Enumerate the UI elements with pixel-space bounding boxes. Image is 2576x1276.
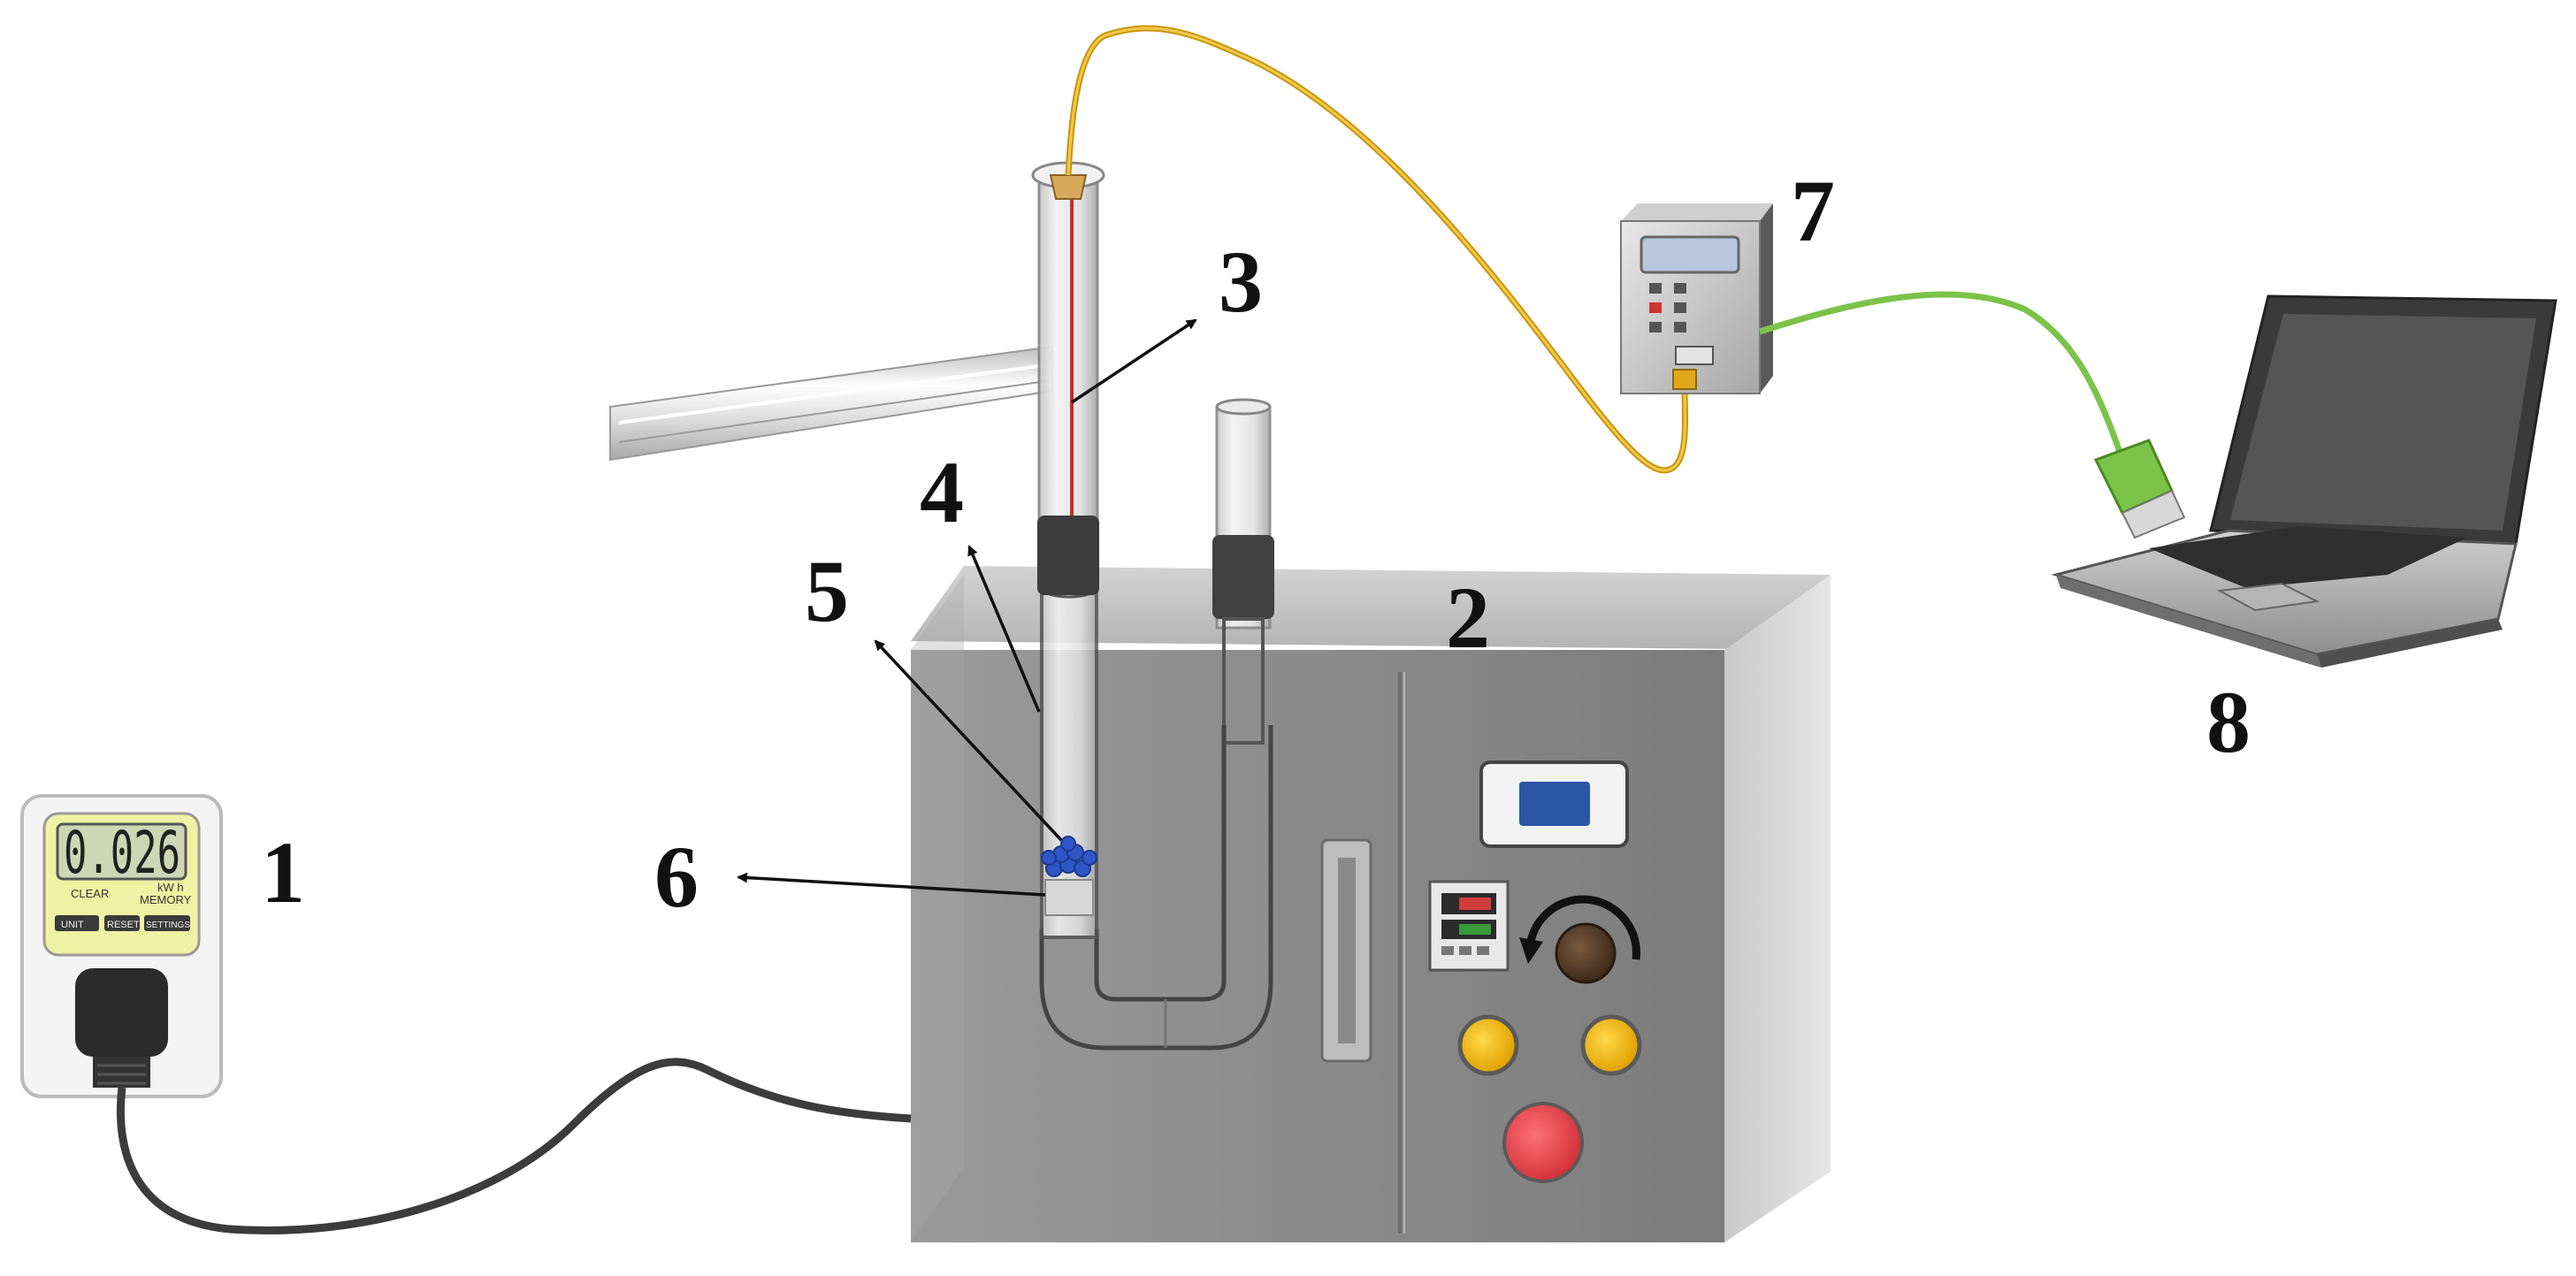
usb-cable: [1758, 291, 2126, 462]
label-8: 8: [2206, 673, 2251, 771]
arrow-6: [737, 872, 1046, 897]
label-4: 4: [920, 443, 964, 541]
meter-button-reset-label: RESET: [107, 920, 140, 930]
meter-unit: kW h: [157, 881, 184, 894]
leader-arrows: [737, 318, 1197, 897]
meter-button-settings-label: SETTINGS: [146, 921, 190, 930]
door-handle[interactable]: [1320, 838, 1372, 1063]
arrow-3: [1071, 318, 1197, 404]
meter-reading: 0.026: [64, 819, 180, 887]
thermocouple: [1031, 161, 1105, 595]
glass-rod: [609, 345, 1053, 462]
sample-support: [1044, 879, 1094, 916]
label-1: 1: [261, 823, 305, 921]
stop-button[interactable]: [1502, 1102, 1584, 1183]
meter-button-unit-label: UNIT: [61, 920, 84, 930]
laptop: [2051, 294, 2557, 668]
data-logger: [1620, 203, 1773, 394]
meter-clear-label: CLEAR: [71, 887, 109, 900]
label-2: 2: [1446, 569, 1490, 667]
meter-button-settings[interactable]: [144, 915, 190, 931]
furnace-display: [1479, 760, 1629, 848]
sample-beads: [1041, 836, 1097, 877]
meter-button-unit[interactable]: [55, 915, 99, 931]
u-tube-reactor: [1039, 398, 1274, 1051]
arrow-5: [874, 639, 1063, 842]
indicator-lamp-left: [1457, 1014, 1519, 1076]
label-7: 7: [1791, 162, 1835, 260]
temperature-controller[interactable]: [1428, 880, 1510, 972]
meter-button-reset[interactable]: [104, 915, 140, 931]
heating-knob[interactable]: [1519, 895, 1640, 984]
arrow-4: [967, 545, 1041, 713]
label-3: 3: [1219, 233, 1263, 331]
label-5: 5: [805, 542, 849, 640]
indicator-lamp-right: [1580, 1014, 1642, 1076]
meter-memory-label: MEMORY: [140, 893, 192, 906]
label-6: 6: [654, 828, 699, 926]
usb-plug: [2093, 439, 2186, 539]
power-cable: [116, 1058, 912, 1234]
power-meter: 0.026 kW h CLEAR MEMORY UNIT RESET SETTI…: [20, 794, 223, 1098]
